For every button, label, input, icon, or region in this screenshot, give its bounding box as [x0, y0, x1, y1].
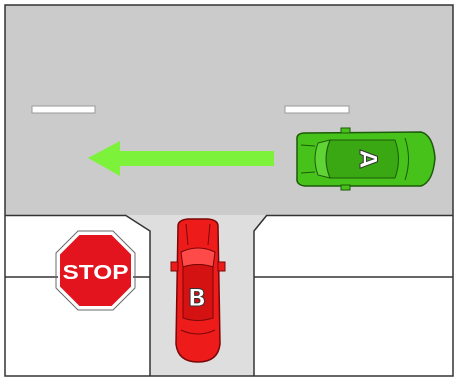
car-a-label: A	[354, 150, 382, 169]
car-b-mirror	[217, 261, 226, 272]
lane-markings	[31, 105, 350, 114]
car-b-label: B	[188, 284, 206, 312]
lane-marking	[31, 105, 96, 114]
car-a-details	[300, 137, 409, 181]
car-a-windshield	[314, 139, 331, 179]
car-b-details	[180, 223, 216, 335]
stop-sign-label: STOP	[63, 262, 129, 284]
car-a: A	[296, 127, 436, 191]
stop-sign-outline	[55, 230, 136, 311]
direction-arrow	[88, 141, 274, 176]
car-a-mirror	[340, 184, 351, 191]
frame	[4, 4, 454, 377]
stop-sign: STOP	[55, 230, 136, 311]
car-b-roof	[182, 264, 214, 321]
stop-sign-octagon	[58, 233, 133, 308]
car-b-mirror	[170, 261, 179, 272]
car-b: B	[170, 218, 226, 363]
car-a-mirror	[340, 127, 351, 134]
lane-marking	[284, 105, 350, 114]
